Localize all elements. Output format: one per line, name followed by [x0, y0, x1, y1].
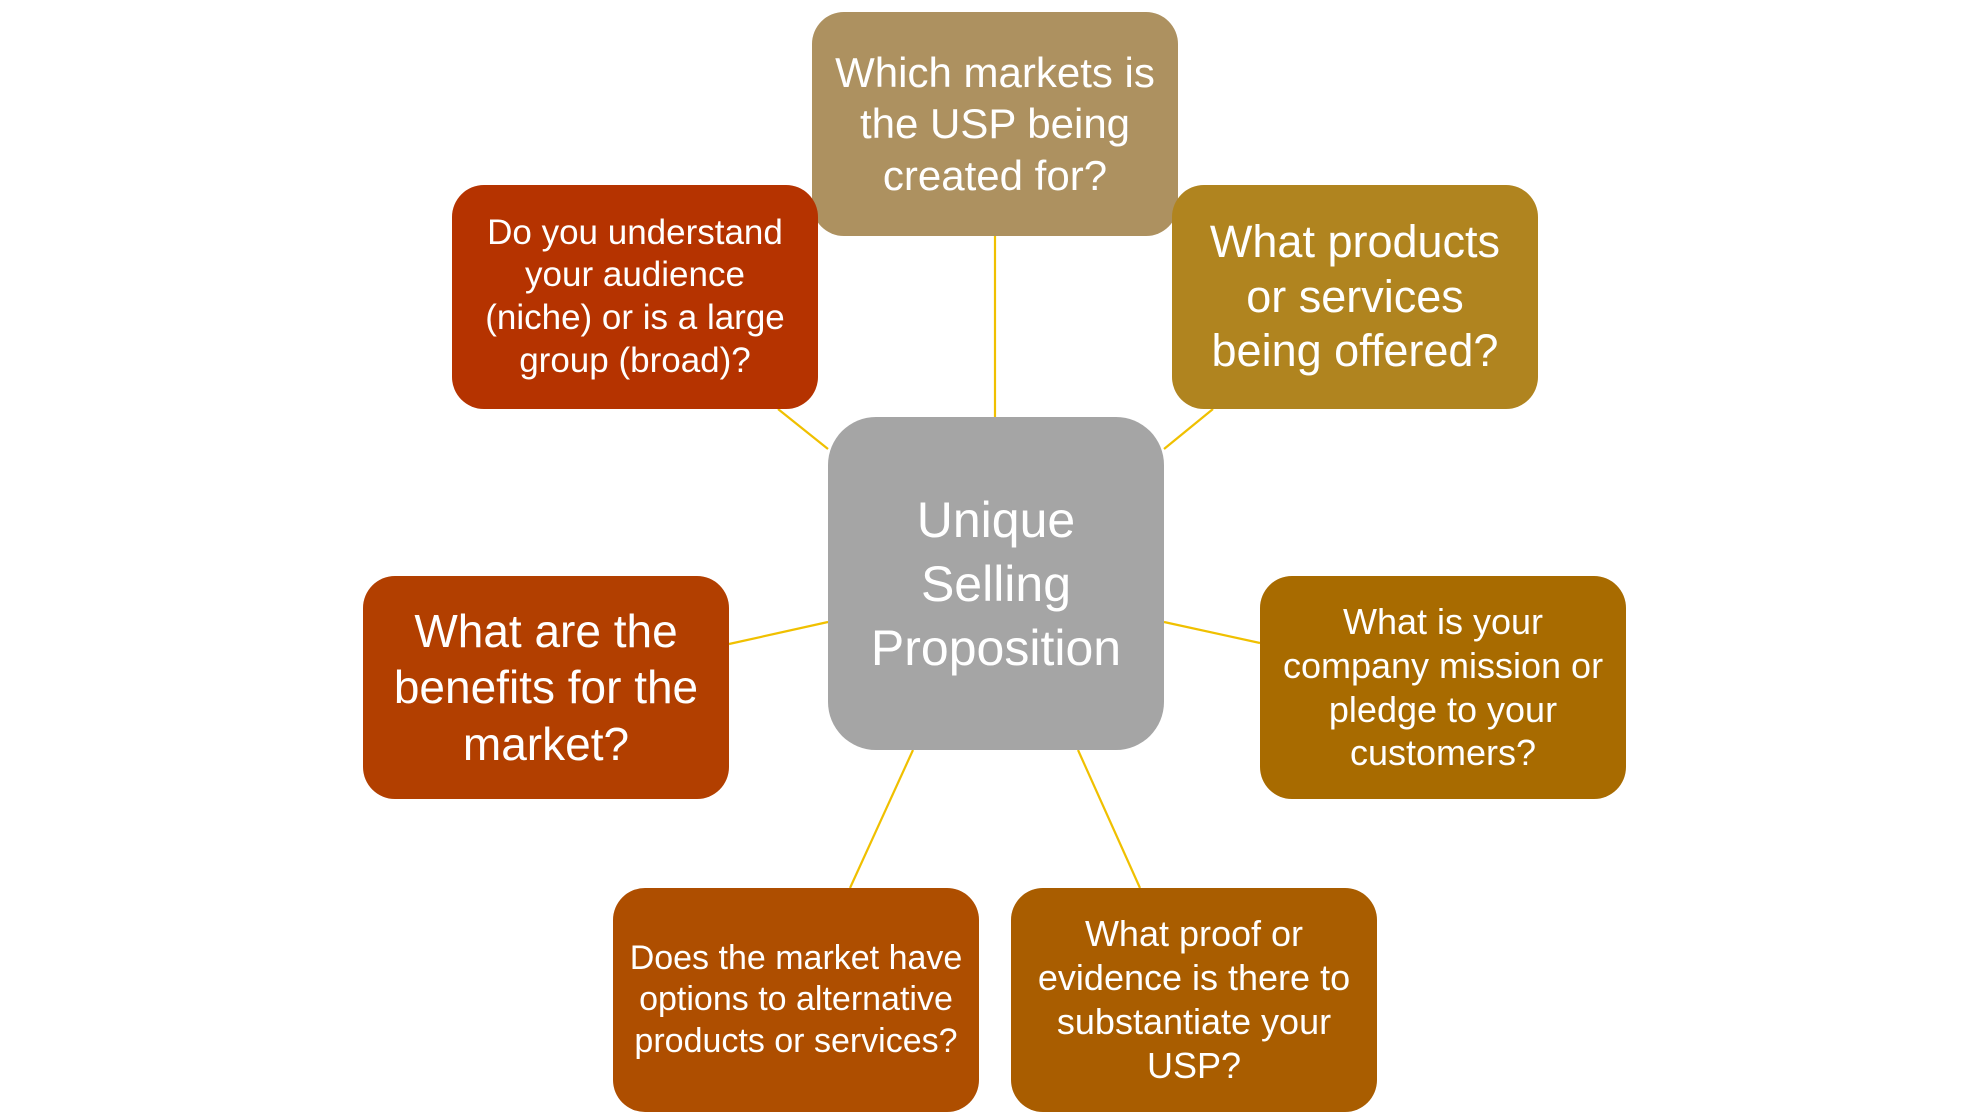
connector-bottomleft: [848, 749, 915, 889]
connector-bottomright: [1076, 749, 1142, 889]
node-market-alternatives: Does the market have options to alternat…: [613, 888, 979, 1112]
connector-right: [1163, 620, 1261, 645]
node-markets: Which markets is the USP being created f…: [812, 12, 1178, 236]
node-benefits: What are the benefits for the market?: [363, 576, 729, 799]
node-products-services: What products or services being offered?: [1172, 185, 1538, 409]
node-audience-label: Do you understand your audience (niche) …: [485, 212, 785, 380]
node-market-alternatives-label: Does the market have options to alternat…: [629, 938, 963, 1060]
node-audience: Do you understand your audience (niche) …: [452, 185, 818, 409]
node-proof-evidence-label: What proof or evidence is there to subst…: [1037, 913, 1351, 1086]
connector-topright: [1163, 408, 1214, 450]
node-products-services-label: What products or services being offered?: [1209, 215, 1501, 377]
connector-topleft: [777, 408, 829, 450]
node-company-mission: What is your company mission or pledge t…: [1260, 576, 1626, 799]
center-node-unique-selling-proposition: Unique Selling Proposition: [828, 417, 1164, 750]
node-markets-label: Which markets is the USP being created f…: [835, 49, 1155, 199]
node-company-mission-label: What is your company mission or pledge t…: [1282, 600, 1604, 774]
node-proof-evidence: What proof or evidence is there to subst…: [1011, 888, 1377, 1112]
connector-left: [728, 620, 829, 646]
node-benefits-label: What are the benefits for the market?: [393, 605, 699, 770]
center-node-label: Unique Selling Proposition: [870, 491, 1122, 676]
